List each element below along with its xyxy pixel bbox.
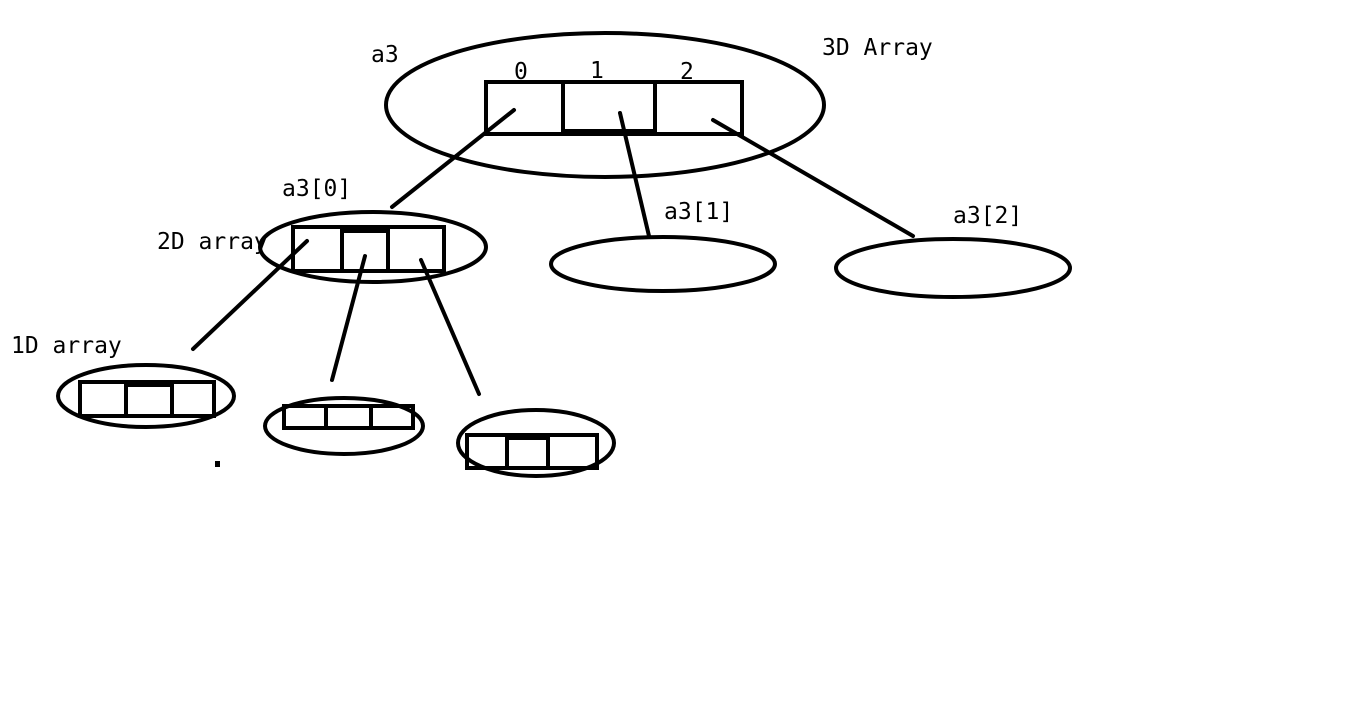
connector-1d-left [191, 239, 309, 351]
connector-a3-0 [390, 108, 516, 209]
label-3d-array: 3D Array [822, 35, 933, 61]
stray-dot [215, 461, 220, 467]
label-index-1: 1 [590, 58, 604, 84]
array-1d-middle-cells [282, 404, 415, 430]
ellipse-1d-right [456, 408, 616, 478]
array-a3-0-cells [291, 225, 446, 273]
label-a3-2: a3[2] [953, 203, 1023, 229]
label-2d-array: 2D array [157, 229, 268, 255]
label-index-2: 2 [680, 59, 694, 85]
ellipse-a3-0 [258, 210, 488, 284]
label-1d-array: 1D array [11, 333, 122, 359]
label-a3: a3 [371, 42, 399, 68]
ellipse-3d-array [384, 31, 826, 179]
ellipse-1d-left [56, 363, 236, 429]
array-1d-right-cells [465, 433, 599, 470]
connector-a3-1 [618, 111, 651, 238]
ellipse-a3-1 [549, 235, 777, 293]
connector-1d-middle [330, 254, 367, 382]
label-a3-0: a3[0] [282, 176, 352, 202]
ellipse-1d-middle [263, 396, 425, 456]
connector-a3-2 [711, 118, 915, 238]
array-3d-cells [484, 80, 744, 136]
array-1d-left-cells [78, 380, 216, 418]
ellipse-a3-2 [834, 237, 1072, 299]
label-index-0: 0 [514, 59, 528, 85]
label-a3-1: a3[1] [664, 199, 734, 225]
connector-1d-right [419, 258, 481, 396]
